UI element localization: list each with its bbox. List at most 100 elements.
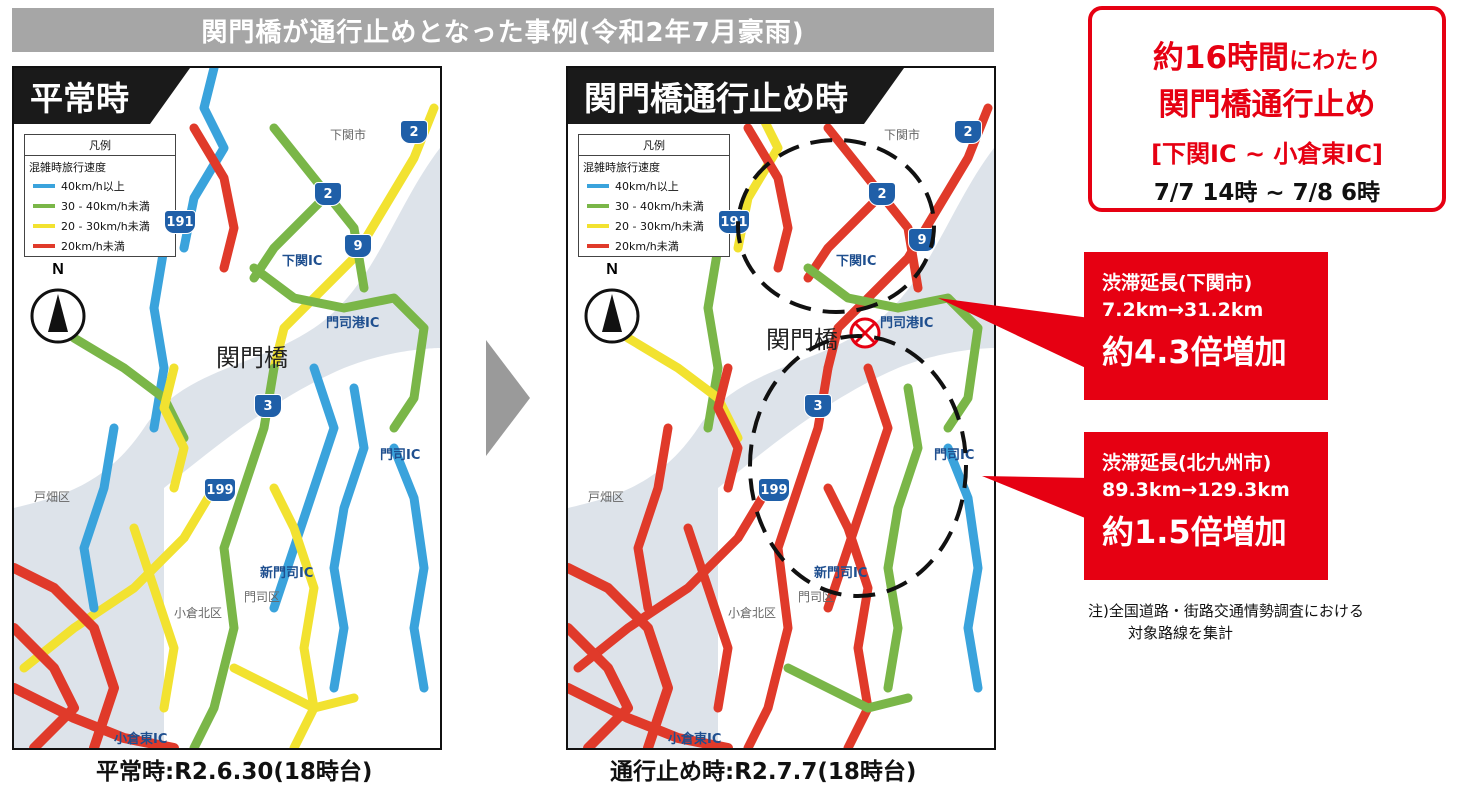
road-segment [389, 443, 429, 693]
road-segment [783, 663, 913, 713]
closed-marker-icon [849, 317, 881, 349]
legend-item: 20km/h未満 [579, 236, 729, 256]
road-segment [189, 123, 239, 273]
ic-mojiko: 門司港IC [326, 316, 380, 331]
ic-shinmoji: 新門司IC [814, 566, 868, 581]
legend-swatch-blue [587, 184, 609, 188]
callout-title: 渋滞延長(下関市) [1102, 272, 1253, 294]
road-segment [573, 483, 773, 673]
route-9-shield-icon: 9 [344, 234, 372, 258]
place-shimonoseki-city: 下関市 [884, 128, 921, 142]
north-label: N [606, 261, 618, 278]
closure-section: [下関IC ~ 小倉東IC] [1151, 140, 1383, 168]
legend-item: 40km/h以上 [25, 176, 175, 196]
place-tobata-ward: 戸畑区 [588, 490, 625, 504]
legend-item: 20 - 30km/h未満 [25, 216, 175, 236]
road-segment [19, 483, 219, 673]
ic-shimonoseki: 下関IC [282, 254, 323, 269]
road-segment [249, 263, 429, 433]
road-segment [189, 363, 279, 748]
map-closure: 関門橋通行止め時 凡例 混雑時旅行速度 40km/h以上 30 - 40km/h… [566, 66, 996, 750]
legend-swatch-green [587, 204, 609, 208]
callout-result: 約4.3倍増加 [1102, 333, 1287, 371]
legend-title: 凡例 [579, 135, 729, 156]
map-normal-caption: 平常時:R2.6.30(18時台) [96, 759, 373, 785]
route-199-shield-icon: 199 [758, 478, 790, 502]
callout-change: 7.2km→31.2km [1102, 299, 1264, 321]
callout-change: 89.3km→129.3km [1102, 479, 1290, 501]
legend-swatch-yellow [587, 224, 609, 228]
road-segment [883, 383, 923, 693]
route-2-shield-icon: 2 [314, 182, 342, 206]
road-segment [713, 363, 743, 493]
road-segment [269, 483, 319, 748]
place-tobata-ward: 戸畑区 [34, 490, 71, 504]
road-segment [743, 123, 793, 273]
road-segment [568, 683, 733, 748]
place-moji-ward: 門司区 [244, 590, 281, 604]
closure-summary-box: 約16時間にわたり 関門橋通行止め [下関IC ~ 小倉東IC] 7/7 14時… [1088, 6, 1446, 212]
map-closure-caption: 通行止め時:R2.7.7(18時台) [610, 759, 917, 785]
kanmon-bridge-label: 関門橋 [216, 344, 288, 372]
closure-duration: 約16時間にわたり [1152, 40, 1382, 76]
road-segment [943, 443, 983, 693]
ic-shinmoji: 新門司IC [260, 566, 314, 581]
route-191-shield-icon: 191 [164, 210, 196, 234]
banner-title: 関門橋が通行止めとなった事例(令和2年7月豪雨) [201, 17, 805, 48]
legend-title: 凡例 [25, 135, 175, 156]
road-segment [14, 683, 179, 748]
legend-swatch-red [33, 244, 55, 248]
route-191-shield-icon: 191 [718, 210, 750, 234]
map-legend: 凡例 混雑時旅行速度 40km/h以上 30 - 40km/h未満 20 - 3… [578, 134, 730, 257]
place-shimonoseki-city: 下関市 [330, 128, 367, 142]
north-label: N [52, 261, 64, 278]
road-segment [269, 103, 439, 373]
footnote: 注)全国道路・街路交通情勢調査における 対象路線を集計 [1088, 600, 1364, 644]
footnote-line-1: 注)全国道路・街路交通情勢調査における [1088, 602, 1364, 620]
legend-item: 40km/h以上 [579, 176, 729, 196]
ic-mojiko: 門司港IC [880, 316, 934, 331]
legend-item: 30 - 40km/h未満 [579, 196, 729, 216]
callout-title: 渋滞延長(北九州市) [1102, 452, 1272, 474]
route-2-shield-icon: 2 [954, 120, 982, 144]
legend-item: 20 - 30km/h未満 [579, 216, 729, 236]
map-legend: 凡例 混雑時旅行速度 40km/h以上 30 - 40km/h未満 20 - 3… [24, 134, 176, 257]
callout-kitakyushu: 渋滞延長(北九州市) 89.3km→129.3km 約1.5倍増加 [1084, 432, 1328, 580]
route-2-shield-icon: 2 [400, 120, 428, 144]
legend-swatch-yellow [33, 224, 55, 228]
callout-pointer-kitakyushu [982, 476, 1090, 520]
legend-item: 20km/h未満 [25, 236, 175, 256]
congestion-area-shimonoseki [736, 138, 936, 314]
ic-moji: 門司IC [380, 448, 421, 463]
map-closure-title: 関門橋通行止め時 [568, 68, 904, 124]
road-segment [568, 563, 673, 748]
route-3-shield-icon: 3 [804, 394, 832, 418]
road-segment [129, 523, 179, 713]
ic-kokura-higashi: 小倉東IC [114, 732, 168, 747]
congestion-area-kitakyushu [748, 334, 968, 598]
map-normal: 平常時 凡例 混雑時旅行速度 40km/h以上 30 - 40km/h未満 20… [12, 66, 442, 750]
legend-swatch-green [33, 204, 55, 208]
road-segment [14, 623, 79, 748]
ic-shimonoseki: 下関IC [836, 254, 877, 269]
congestion-area-outlines [736, 138, 968, 598]
road-segment [159, 363, 189, 493]
footnote-line-2: 対象路線を集計 [1128, 624, 1234, 642]
closure-period: 7/7 14時 ~ 7/8 6時 [1153, 180, 1381, 206]
north-compass-icon: N [30, 261, 86, 344]
road-segment [79, 423, 119, 613]
road-segment [823, 363, 893, 613]
road-segment [568, 623, 633, 748]
road-segment [14, 563, 119, 748]
legend-swatch-red [587, 244, 609, 248]
callout-result: 約1.5倍増加 [1102, 513, 1287, 551]
legend-swatch-blue [33, 184, 55, 188]
arrow-right-icon [486, 340, 530, 456]
north-compass-icon: N [584, 261, 640, 344]
place-kokura-kita-ward: 小倉北区 [728, 606, 777, 620]
route-2-shield-icon: 2 [868, 182, 896, 206]
road-segment [329, 383, 369, 693]
callout-shimonoseki: 渋滞延長(下関市) 7.2km→31.2km 約4.3倍増加 [1084, 252, 1328, 400]
page-banner: 関門橋が通行止めとなった事例(令和2年7月豪雨) [12, 8, 994, 52]
route-199-shield-icon: 199 [204, 478, 236, 502]
